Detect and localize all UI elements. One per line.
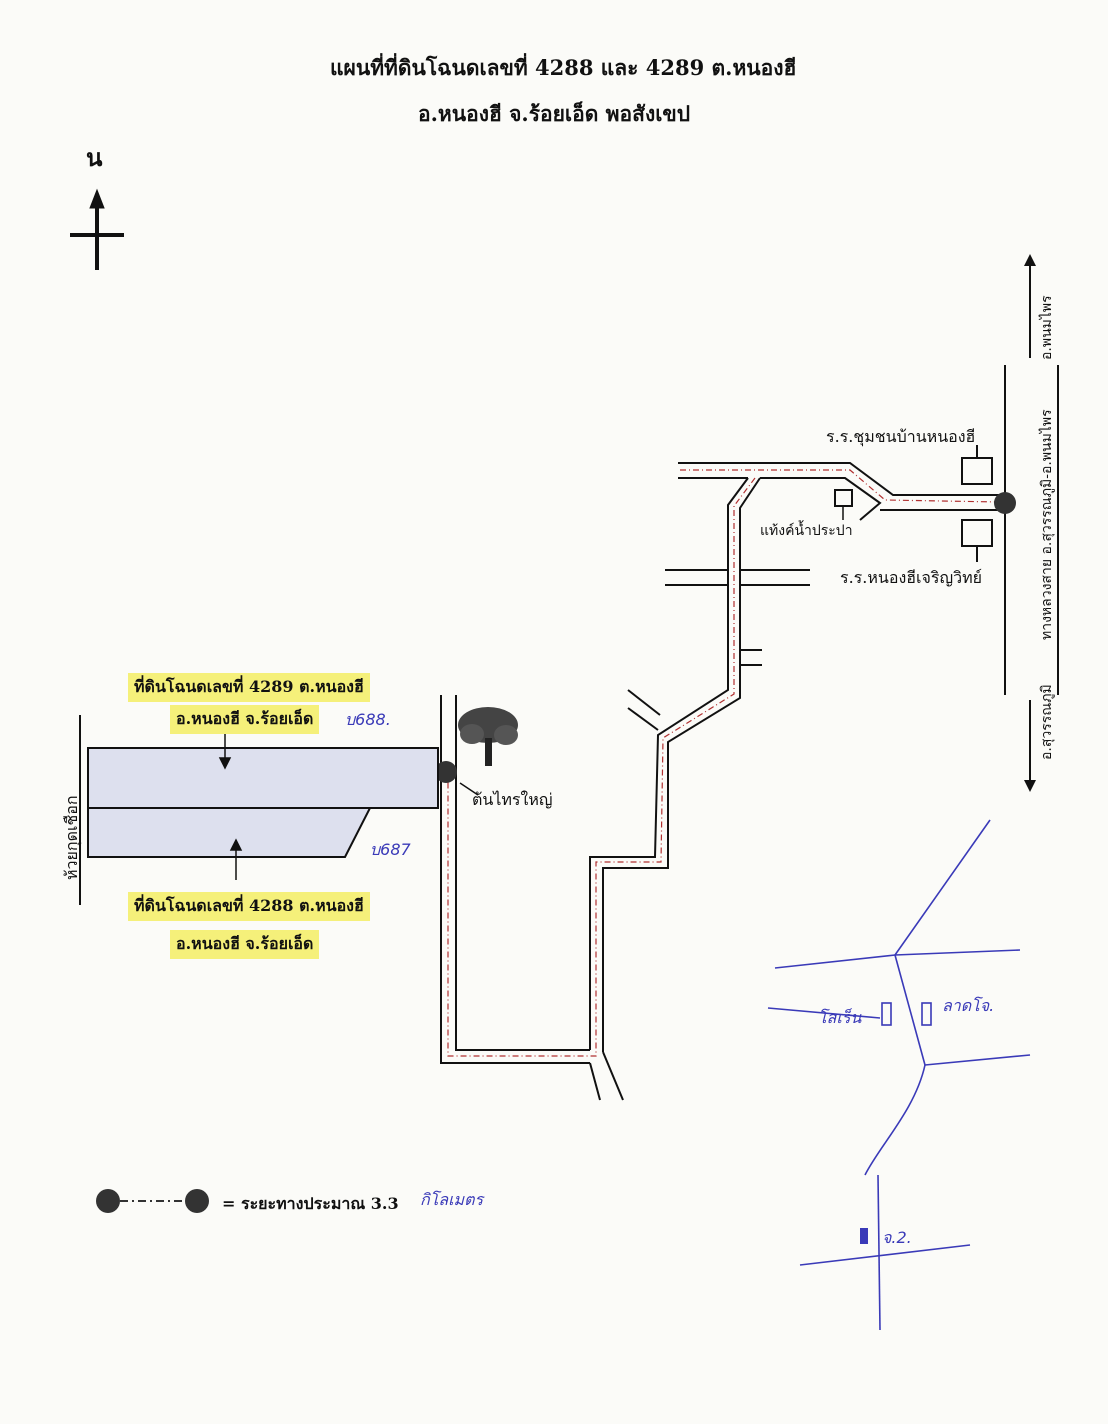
road-centerline — [447, 469, 1001, 1057]
deed-4289-handwritten: บ688. — [345, 710, 391, 729]
deed-4288-handwritten: บ687 — [370, 840, 411, 859]
sketch-left-label: โสเร็น — [818, 1008, 862, 1027]
legend-handwritten: กิโลเมตร — [420, 1190, 484, 1209]
highway-north-label: อ.พนมไพร — [1039, 295, 1055, 360]
sketch-bottom-label: จ.2. — [882, 1228, 912, 1247]
map-title-line2: อ.หนองฮี จ.ร้อยเอ็ด พอสังเขป — [418, 101, 691, 126]
sketch-right-label: ลาดโจ. — [942, 996, 995, 1015]
land-parcels — [87, 747, 439, 858]
arrow-up-icon — [1024, 254, 1036, 266]
deed-4289-label-2: อ.หนองฮี จ.ร้อยเอ็ด — [170, 705, 320, 734]
highway — [1004, 258, 1059, 790]
north-label: น — [86, 143, 103, 172]
water-tank-label: แท้งค์น้ำประปา — [760, 523, 853, 539]
highway-label: ทางหลวงสาย อ.สุวรรณภูมิ-อ.พนมไพร — [1039, 409, 1055, 640]
school-2-box — [961, 519, 993, 547]
creek-label: ห้วยกุดเชือก — [62, 795, 81, 880]
route-end-dot — [435, 761, 457, 783]
big-tree-label: ต้นไทรใหญ่ — [472, 790, 553, 809]
highway-south-label: อ.สุวรรณภูมิ — [1039, 684, 1055, 760]
sketch-marker — [860, 1228, 868, 1244]
route-start-dot — [994, 492, 1016, 514]
deed-4289-label-1: ที่ดินโฉนดเลขที่ 4289 ต.หนองฮี — [128, 673, 370, 702]
road-network — [440, 462, 1000, 1101]
north-arrow-icon — [70, 188, 124, 270]
legend-line — [96, 1189, 209, 1213]
water-tank-box — [834, 489, 853, 507]
tree-icon — [458, 707, 518, 766]
school-1-box — [961, 457, 993, 485]
hand-sketch — [767, 819, 1031, 1331]
deed-4288-label-2: อ.หนองฮี จ.ร้อยเอ็ด — [170, 930, 320, 959]
deed-4288-label-1: ที่ดินโฉนดเลขที่ 4288 ต.หนองฮี — [128, 892, 370, 921]
map-title-line1: แผนที่ที่ดินโฉนดเลขที่ 4288 และ 4289 ต.ห… — [330, 55, 797, 80]
arrow-down-icon — [1024, 780, 1036, 792]
legend-text: = ระยะทางประมาณ 3.3 — [222, 1194, 399, 1213]
school-1-label: ร.ร.ชุมชนบ้านหนองฮี — [826, 427, 976, 446]
school-2-label: ร.ร.หนองฮีเจริญวิทย์ — [840, 568, 983, 587]
